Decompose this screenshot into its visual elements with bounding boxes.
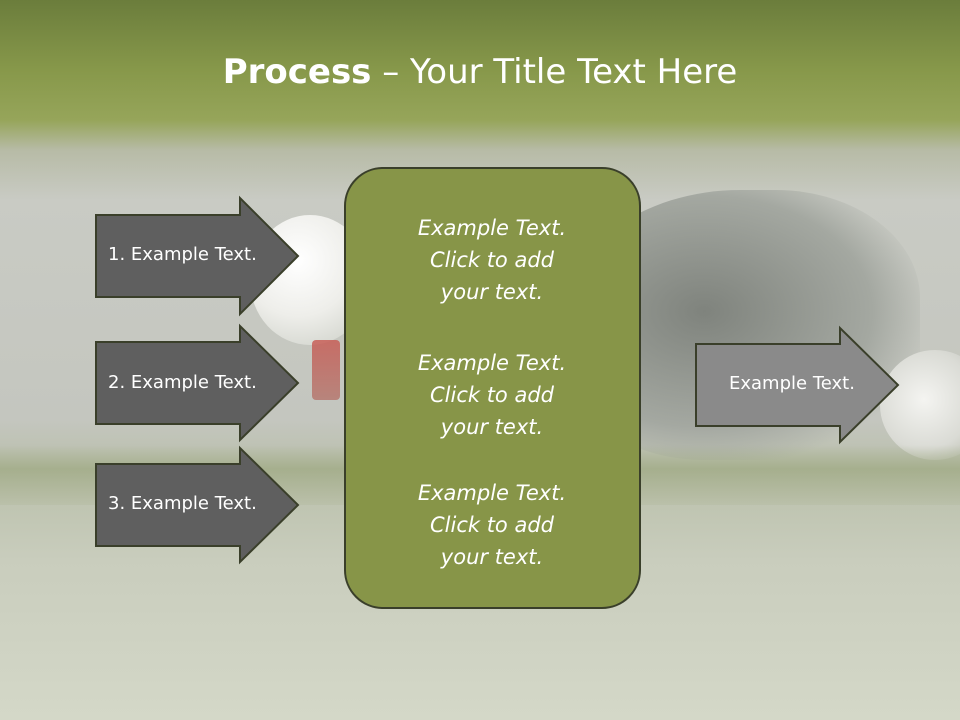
center-text-block-3: Example Text. Click to add your text.	[346, 477, 638, 573]
center-text-block-2: Example Text. Click to add your text.	[346, 347, 638, 443]
title-bold: Process	[222, 52, 372, 92]
input-label-2: 2. Example Text.	[108, 372, 257, 393]
input-arrow-3[interactable]	[95, 445, 300, 565]
title-rest: – Your Title Text Here	[371, 52, 738, 92]
center-text-line: Example Text.	[417, 351, 567, 375]
output-arrow[interactable]	[695, 325, 900, 445]
center-text-line: your text.	[440, 545, 544, 569]
center-text-line: Example Text.	[417, 481, 567, 505]
background-golf-ball-2	[880, 350, 960, 460]
center-box[interactable]	[344, 167, 641, 609]
center-text-line: Click to add	[429, 513, 554, 537]
center-text-line: your text.	[440, 280, 544, 304]
output-label: Example Text.	[729, 373, 855, 394]
center-text-block-1: Example Text. Click to add your text.	[346, 212, 638, 308]
background-tee	[312, 340, 340, 400]
input-arrow-1[interactable]	[95, 195, 300, 317]
center-text-line: your text.	[440, 415, 544, 439]
input-label-1: 1. Example Text.	[108, 244, 257, 265]
input-label-3: 3. Example Text.	[108, 493, 257, 514]
input-arrow-2[interactable]	[95, 323, 300, 443]
center-text-line: Click to add	[429, 248, 554, 272]
center-text-line: Example Text.	[417, 216, 567, 240]
center-text-line: Click to add	[429, 383, 554, 407]
slide-title: Process – Your Title Text Here	[0, 52, 960, 92]
